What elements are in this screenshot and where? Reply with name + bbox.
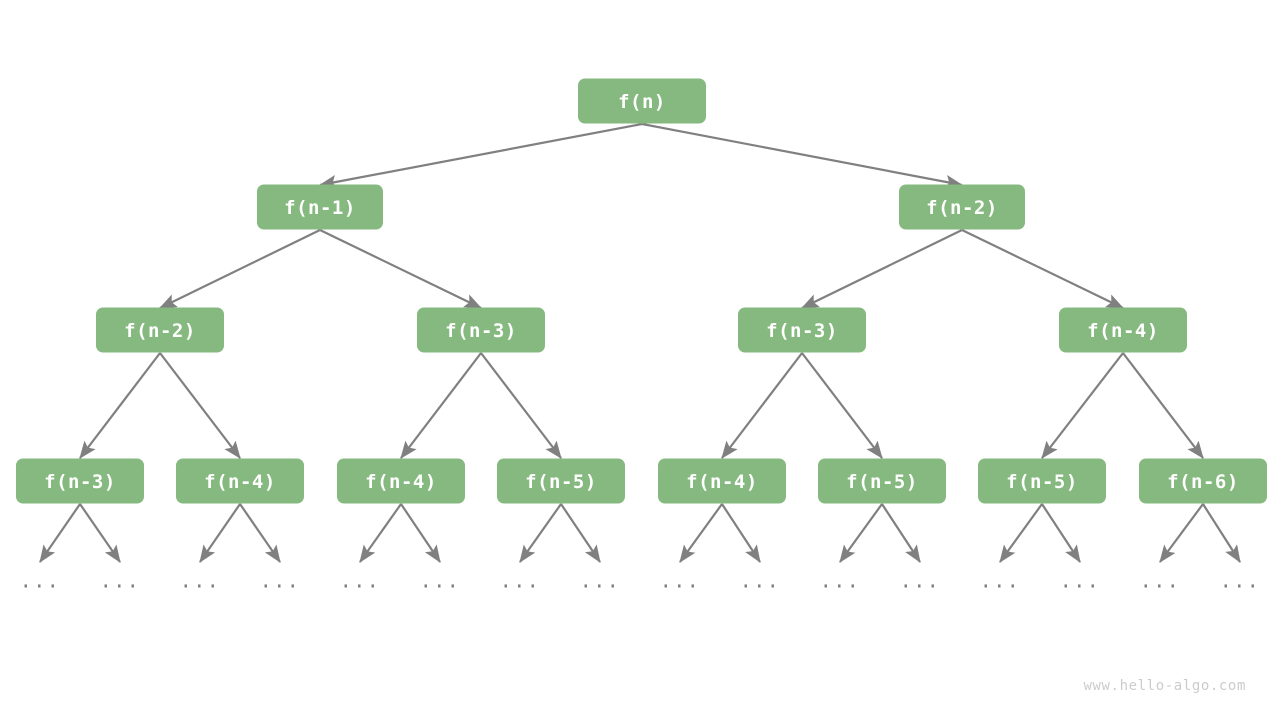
tree-edge (199, 503, 241, 563)
tree-edge (239, 503, 281, 563)
tree-node: f(n-2) (899, 184, 1025, 230)
ellipsis-marker: ··· (1060, 574, 1101, 598)
tree-node-label: f(n-5) (1006, 471, 1078, 493)
tree-node-box (899, 184, 1025, 230)
tree-node-label: f(n-4) (365, 471, 437, 493)
node-layer: f(n) f(n-1) f(n-2) f(n-2) f(n-3) f(n-3) f(n-4)… (16, 78, 1267, 504)
tree-edge (159, 352, 241, 459)
ellipsis-marker: ··· (100, 574, 141, 598)
tree-node: f(n-3) (738, 307, 866, 353)
tree-edge (721, 503, 761, 563)
tree-edge (79, 503, 121, 563)
tree-node-box (16, 458, 144, 504)
tree-node-label: f(n-5) (846, 471, 918, 493)
tree-node-label: f(n-4) (1087, 320, 1159, 342)
tree-edge (1122, 352, 1204, 459)
tree-node: f(n-5) (978, 458, 1106, 504)
tree-edge (1041, 503, 1081, 563)
tree-node-label: f(n-4) (686, 471, 758, 493)
tree-node-box (176, 458, 304, 504)
tree-edge (39, 503, 81, 563)
tree-node-label: f(n-3) (766, 320, 838, 342)
tree-node-label: f(n-4) (204, 471, 276, 493)
ellipsis-marker: ··· (180, 574, 221, 598)
tree-node-label: f(n-6) (1167, 471, 1239, 493)
tree-node: f(n-4) (176, 458, 304, 504)
tree-edge (961, 229, 1124, 309)
tree-node: f(n-4) (658, 458, 786, 504)
ellipsis-marker: ··· (1220, 574, 1261, 598)
ellipsis-marker: ··· (980, 574, 1021, 598)
tree-edge (999, 503, 1043, 563)
tree-edge (318, 122, 643, 189)
ellipsis-marker: ··· (20, 574, 61, 598)
tree-node-label: f(n-2) (926, 197, 998, 219)
tree-node-box (1139, 458, 1267, 504)
tree-node-box (257, 184, 383, 230)
tree-node-label: f(n-1) (284, 197, 356, 219)
ellipsis-layer: ··· ··· ··· ··· ··· ··· ··· ··· ··· ··· ··· ··· ··· ·… (20, 574, 1261, 598)
tree-edge (881, 503, 921, 563)
tree-node-label: f(n) (618, 91, 666, 113)
tree-edge (801, 229, 963, 309)
tree-edge (801, 352, 883, 459)
tree-node: f(n-4) (337, 458, 465, 504)
tree-node-box (96, 307, 224, 353)
edge-layer (39, 122, 1241, 563)
tree-node: f(n) (578, 78, 706, 124)
ellipsis-marker: ··· (900, 574, 941, 598)
tree-edge (560, 503, 601, 563)
ellipsis-marker: ··· (660, 574, 701, 598)
tree-node-box (818, 458, 946, 504)
tree-node-box (1059, 307, 1187, 353)
tree-node-label: f(n-3) (445, 320, 517, 342)
ellipsis-marker: ··· (580, 574, 621, 598)
ellipsis-marker: ··· (820, 574, 861, 598)
tree-node: f(n-5) (497, 458, 625, 504)
tree-node-box (417, 307, 545, 353)
tree-edge (641, 122, 964, 189)
tree-edge (359, 503, 402, 563)
tree-edge (1041, 352, 1124, 459)
tree-edge (1202, 503, 1241, 563)
tree-node-box (337, 458, 465, 504)
tree-node: f(n-4) (1059, 307, 1187, 353)
tree-edge (679, 503, 723, 563)
tree-node-box (978, 458, 1106, 504)
tree-edge (519, 503, 562, 563)
tree-node-label: f(n-3) (44, 471, 116, 493)
tree-node: f(n-2) (96, 307, 224, 353)
tree-node-label: f(n-2) (124, 320, 196, 342)
tree-node-box (658, 458, 786, 504)
tree-edge (79, 352, 161, 459)
ellipsis-marker: ··· (340, 574, 381, 598)
tree-node: f(n-6) (1139, 458, 1267, 504)
tree-node: f(n-3) (417, 307, 545, 353)
tree-edge (839, 503, 883, 563)
tree-node: f(n-5) (818, 458, 946, 504)
tree-node-box (738, 307, 866, 353)
watermark-label: www.hello-algo.com (1083, 678, 1246, 694)
tree-node-label: f(n-5) (525, 471, 597, 493)
ellipsis-marker: ··· (500, 574, 541, 598)
tree-edge (400, 352, 482, 459)
tree-node: f(n-1) (257, 184, 383, 230)
tree-edge (480, 352, 562, 459)
ellipsis-marker: ··· (420, 574, 461, 598)
ellipsis-marker: ··· (1140, 574, 1181, 598)
tree-edge (319, 229, 482, 309)
tree-edge (400, 503, 441, 563)
ellipsis-marker: ··· (740, 574, 781, 598)
ellipsis-marker: ··· (260, 574, 301, 598)
tree-node-box (578, 78, 706, 124)
tree-node: f(n-3) (16, 458, 144, 504)
tree-edge (159, 229, 321, 309)
tree-node-box (497, 458, 625, 504)
tree-edge (1159, 503, 1204, 563)
tree-edge (721, 352, 803, 459)
